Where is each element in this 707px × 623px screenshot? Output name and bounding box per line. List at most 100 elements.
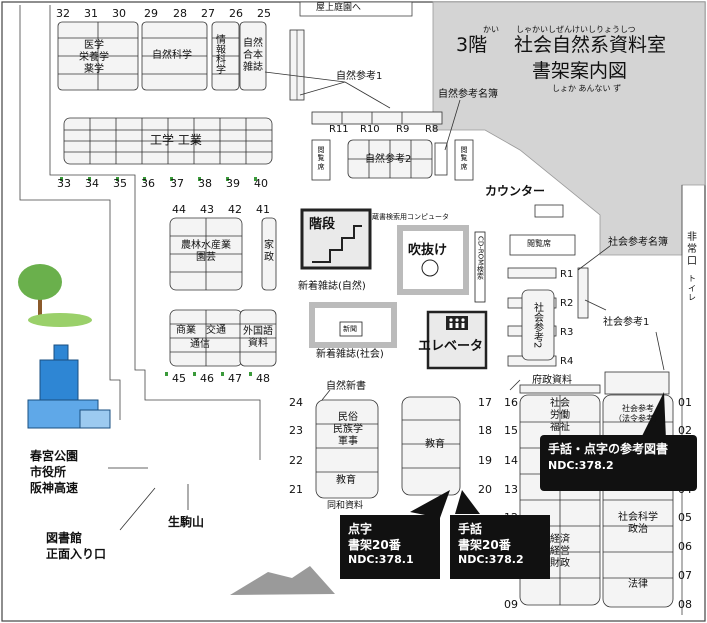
section-social-welfare: 社会労働福祉 — [550, 398, 570, 433]
shelf-num-44: 44 — [172, 203, 186, 216]
shelf-num-16: 16 — [504, 396, 518, 409]
label-r4: R4 — [560, 356, 574, 367]
label-natural-new: 自然新書 — [326, 381, 366, 392]
label-r8: R8 — [425, 124, 439, 135]
title-room: 社会自然系資料室 — [514, 34, 667, 56]
shelf-num-29: 29 — [144, 7, 158, 20]
section-education-small: 教育 — [336, 475, 356, 486]
shelf-block-education — [401, 396, 461, 496]
label-natural-ref1: 自然参考1 — [336, 71, 383, 82]
shelf-block-info — [211, 21, 240, 91]
shelf-num-22: 22 — [289, 454, 303, 467]
shelf-num-31: 31 — [84, 7, 98, 20]
label-natural-ref-directory: 自然参考名簿 — [438, 89, 498, 100]
shelf-num-24: 24 — [289, 396, 303, 409]
label-r9: R9 — [396, 124, 410, 135]
shelf-num-32: 32 — [56, 7, 70, 20]
shelf-num-13: 13 — [504, 483, 518, 496]
label-toilet: トイレ — [688, 274, 696, 303]
elevator-icon — [426, 310, 488, 370]
shelf-block-natsci — [141, 21, 208, 91]
reading-seat-right — [454, 139, 474, 181]
section-folklore: 民俗民族学軍事 — [333, 412, 363, 447]
label-r3: R3 — [560, 327, 574, 338]
section-economy: 経済経営財政 — [550, 534, 570, 569]
reading-seat-right-label: 閲覧席 — [460, 146, 468, 171]
shelf-num-38: 38 — [198, 177, 212, 190]
braille-callout-pointer — [410, 490, 450, 518]
label-elevator: エレベータ — [418, 339, 484, 354]
reading-seat-left — [311, 139, 331, 181]
label-natural-ref2: 自然参考2 — [365, 154, 412, 165]
section-education: 教育 — [425, 439, 445, 450]
section-commerce-2: 交通 — [206, 325, 226, 336]
stairs-icon — [300, 208, 372, 270]
label-stairs: 階段 — [309, 217, 336, 232]
shelf-num-33: 33 — [57, 177, 71, 190]
label-r10: R10 — [360, 124, 380, 135]
atrium — [397, 225, 469, 295]
section-social-ref-law: 社会参考（法令参考） — [614, 404, 662, 423]
section-commerce-3: 通信 — [190, 339, 210, 350]
label-emergency: 非常口 — [687, 232, 697, 267]
title-floor: 3階 — [456, 34, 488, 56]
label-new-mag-society: 新着雑誌(社会) — [316, 349, 384, 360]
label-newspaper: 新聞 — [343, 325, 357, 333]
section-law: 法律 — [628, 579, 648, 590]
shelf-num-25: 25 — [257, 7, 271, 20]
section-doujinshi: 同和資料 — [327, 501, 364, 511]
shelf-num-47: 47 — [228, 372, 242, 385]
label-r11: R11 — [329, 124, 349, 135]
label-search-pc: 蔵書検索用コンピュータ — [372, 213, 449, 221]
building-icon — [27, 344, 111, 429]
shelf-num-20: 20 — [478, 483, 492, 496]
reading-seat-left-label: 閲覧席 — [317, 146, 325, 171]
natural-ref2-shelf — [347, 139, 433, 179]
shelf-block-natmag — [239, 21, 267, 91]
section-engineering: 工学 工業 — [150, 133, 202, 147]
section-commerce-1: 商業 — [176, 325, 196, 336]
shelf-num-41: 41 — [256, 203, 270, 216]
shelf-num-42: 42 — [228, 203, 242, 216]
shelf-num-23: 23 — [289, 424, 303, 437]
direction-mountain: 生駒山 — [168, 515, 205, 529]
shelf-num-18: 18 — [478, 424, 492, 437]
title-floor-ruby: かい — [483, 25, 499, 34]
label-r1: R1 — [560, 269, 574, 280]
section-agriculture: 農林水産業園芸 — [181, 240, 231, 263]
shelf-block-medical — [57, 21, 139, 91]
label-cdrom: CD-ROM検索 — [476, 236, 485, 280]
label-social-ref1: 社会参考1 — [603, 317, 650, 328]
section-foreign: 外国語資料 — [243, 326, 273, 349]
shelf-num-15: 15 — [504, 424, 518, 437]
label-social-ref2: 社会参考2 — [531, 302, 543, 349]
social-ref2-shelf — [521, 289, 555, 361]
shelf-num-43: 43 — [200, 203, 214, 216]
new-magazine-area — [309, 302, 397, 348]
shelf-block-commerce — [169, 309, 243, 367]
title-room-ruby: しゃかいしぜんけいしりょうしつ — [516, 25, 636, 34]
shelf-num-14: 14 — [504, 454, 518, 467]
label-new-mag-nature: 新着雑誌(自然) — [298, 281, 366, 292]
tree-icon — [18, 264, 92, 327]
section-info-science: 情報科学 — [213, 34, 225, 74]
section-home-econ: 家政 — [264, 240, 274, 263]
shelf-num-17: 17 — [478, 396, 492, 409]
shelf-num-48: 48 — [256, 372, 270, 385]
shelf-num-05: 05 — [678, 511, 692, 524]
label-social-ref-directory: 社会参考名簿 — [608, 237, 668, 248]
shelf-num-34: 34 — [85, 177, 99, 190]
title-guide: 書架案内図 — [532, 60, 628, 82]
grey-area — [432, 1, 706, 256]
shelf-num-27: 27 — [201, 7, 215, 20]
section-natural-science: 自然科学 — [152, 50, 192, 61]
label-r2: R2 — [560, 298, 574, 309]
title-guide-ruby: しょか あんない ず — [552, 84, 622, 93]
ref-callout-pointer — [640, 392, 666, 440]
shelf-num-19: 19 — [478, 454, 492, 467]
shelf-num-06: 06 — [678, 540, 692, 553]
label-gov-docs: 府政資料 — [532, 375, 572, 386]
rooftop-label: 屋上庭園へ — [316, 3, 362, 13]
